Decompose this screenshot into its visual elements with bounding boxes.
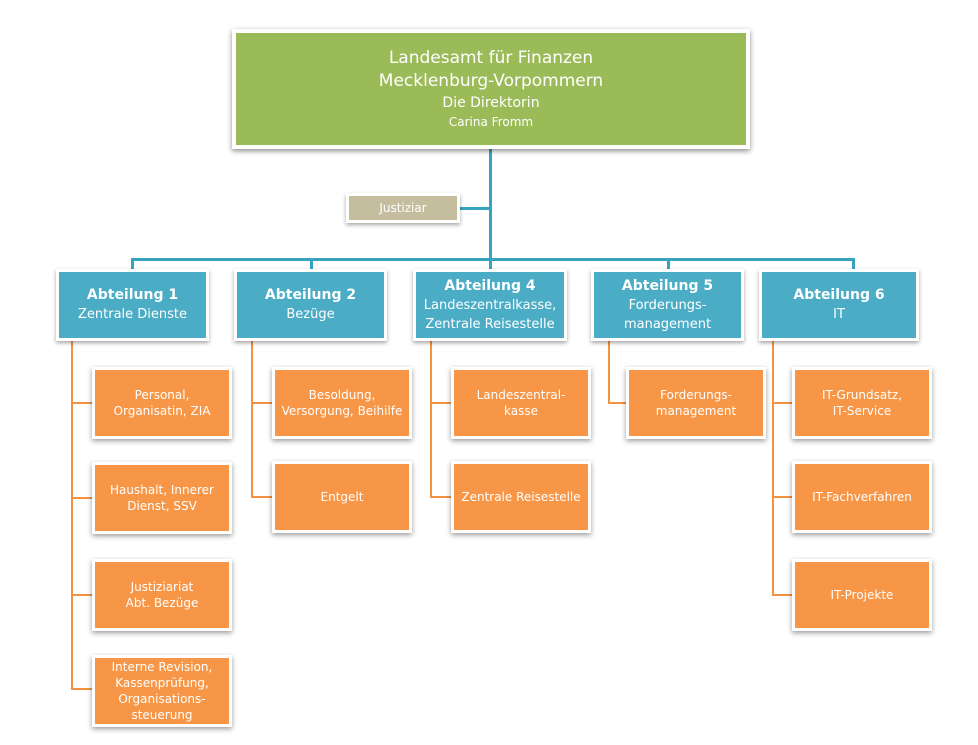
unit-label: Interne Revision, Kassenprüfung, Organis… <box>111 660 213 722</box>
unit-box: IT-Grundsatz, IT-Service <box>792 367 932 439</box>
unit-label: Landeszentral-kasse <box>476 388 566 418</box>
unit-label: IT-Grundsatz, IT-Service <box>821 388 903 418</box>
unit-connector <box>430 496 454 498</box>
agency-name: Landesamt für Finanzen <box>388 48 594 68</box>
unit-box: Personal, Organisatin, ZIA <box>92 367 232 439</box>
department-1-box: Abteilung 1 Zentrale Dienste <box>56 269 209 341</box>
unit-connector <box>71 688 95 690</box>
director-trunk-line <box>489 149 492 261</box>
director-role: Die Direktorin <box>442 95 540 111</box>
department-1-drop-line <box>131 258 134 270</box>
unit-box: Forderungs-management <box>626 367 766 439</box>
department-5-units-line <box>608 341 610 404</box>
unit-box: Zentrale Reisestelle <box>451 461 591 533</box>
unit-label: IT-Fachverfahren <box>812 490 912 504</box>
unit-box: IT-Fachverfahren <box>792 461 932 533</box>
unit-box: Justiziariat Abt. Bezüge <box>92 559 232 631</box>
unit-label: Entgelt <box>320 490 364 504</box>
unit-box: Haushalt, Innerer Dienst, SSV <box>92 462 232 534</box>
justiziar-connector-line <box>460 207 491 210</box>
unit-connector <box>71 402 95 404</box>
department-title: Abteilung 6 <box>793 287 885 303</box>
department-subtitle: IT <box>833 307 845 322</box>
unit-connector <box>608 402 632 404</box>
unit-label: Justiziariat Abt. Bezüge <box>125 580 199 610</box>
unit-box: Landeszentral-kasse <box>451 367 591 439</box>
director-box: Landesamt für Finanzen Mecklenburg-Vorpo… <box>232 29 750 149</box>
unit-box: IT-Projekte <box>792 559 932 631</box>
department-2-units-line <box>251 341 253 498</box>
unit-connector <box>71 497 95 499</box>
unit-box: Interne Revision, Kassenprüfung, Organis… <box>92 655 232 727</box>
unit-connector <box>71 594 95 596</box>
department-6-drop-line <box>852 258 855 270</box>
department-subtitle: Bezüge <box>286 307 335 322</box>
department-2-drop-line <box>310 258 313 270</box>
department-6-units-line <box>772 341 774 595</box>
unit-box: Besoldung, Versorgung, Beihilfe <box>272 367 412 439</box>
department-4-drop-line <box>489 258 492 270</box>
unit-connector <box>772 402 796 404</box>
justiziar-box: Justiziar <box>346 193 460 223</box>
unit-connector <box>251 402 275 404</box>
unit-connector <box>772 496 796 498</box>
department-subtitle: Landeszentralkasse, Zentrale Reisestelle <box>423 297 557 332</box>
department-subtitle: Zentrale Dienste <box>77 307 188 322</box>
department-bus-line <box>131 258 855 261</box>
unit-label: Zentrale Reisestelle <box>461 490 581 504</box>
unit-label: Personal, Organisatin, ZIA <box>113 388 211 418</box>
unit-connector <box>430 402 454 404</box>
department-title: Abteilung 2 <box>264 287 357 303</box>
department-title: Abteilung 1 <box>86 287 179 303</box>
unit-label: IT-Projekte <box>830 588 894 602</box>
unit-label: Forderungs-management <box>655 388 737 418</box>
unit-connector <box>772 594 796 596</box>
department-subtitle: Forderungs-management <box>623 297 712 332</box>
department-1-units-line <box>71 341 73 689</box>
unit-box: Entgelt <box>272 461 412 533</box>
department-4-box: Abteilung 4 Landeszentralkasse, Zentrale… <box>413 269 567 341</box>
department-2-box: Abteilung 2 Bezüge <box>234 269 387 341</box>
director-name: Carina Fromm <box>448 115 534 129</box>
agency-region: Mecklenburg-Vorpommern <box>378 71 604 91</box>
department-4-units-line <box>430 341 432 498</box>
department-5-drop-line <box>667 258 670 270</box>
unit-label: Besoldung, Versorgung, Beihilfe <box>281 388 403 418</box>
unit-label: Haushalt, Innerer Dienst, SSV <box>110 483 214 513</box>
department-title: Abteilung 4 <box>444 277 536 294</box>
department-6-box: Abteilung 6 IT <box>759 269 919 341</box>
department-title: Abteilung 5 <box>621 277 714 294</box>
department-5-box: Abteilung 5 Forderungs-management <box>591 269 744 341</box>
justiziar-label: Justiziar <box>379 201 427 215</box>
unit-connector <box>251 496 275 498</box>
